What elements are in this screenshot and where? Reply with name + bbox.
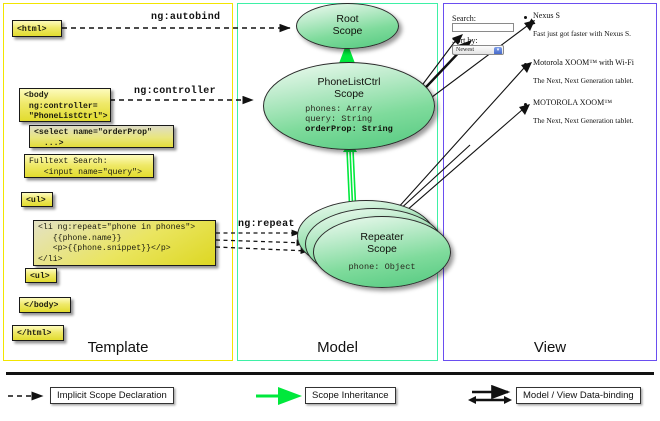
view-phone-name[interactable]: Motorola XOOM™ with Wi-Fi xyxy=(533,58,634,67)
scope-repeater-title-2: Scope xyxy=(367,242,397,255)
code-box-select: <select name="orderProp" ...> xyxy=(29,125,174,148)
label-ng-controller: ng:controller xyxy=(134,86,216,97)
view-sort-select-value: Newest xyxy=(456,47,474,53)
panel-view-label: View xyxy=(533,339,567,356)
connector-ng-repeat xyxy=(215,229,310,255)
scope-phonelistctrl-title-1: PhoneListCtrl xyxy=(317,76,381,89)
chevron-down-icon: ▾ xyxy=(494,47,502,54)
scope-repeater-title-1: Repeater xyxy=(360,231,404,243)
legend-icon-layer xyxy=(8,384,512,405)
scope-root-title-1: Root xyxy=(336,13,359,26)
scope-phonelistctrl-props: phones: Array query: String orderProp: S… xyxy=(305,104,393,135)
scope-prop-query: query: String xyxy=(305,114,373,124)
panel-template-label: Template xyxy=(87,339,149,356)
bullet-icon xyxy=(524,103,527,106)
scope-phonelistctrl-title-2: Scope xyxy=(334,87,364,100)
legend-icon-double-arrow xyxy=(468,384,512,404)
code-box-ul-close: <ul> xyxy=(25,268,57,283)
view-sort-select[interactable]: Newest ▾ xyxy=(452,45,504,55)
view-phone-name[interactable]: MOTOROLA XOOM™ xyxy=(533,98,613,107)
view-sort-label: Sort by: xyxy=(452,36,478,45)
code-box-html-open: <html> xyxy=(12,20,62,37)
code-box-ul-open: <ul> xyxy=(21,192,53,207)
scope-prop-phones: phones: Array xyxy=(305,103,373,114)
label-ng-autobind: ng:autobind xyxy=(151,12,221,23)
bullet-icon xyxy=(524,16,527,19)
code-box-body-close: </body> xyxy=(19,297,71,313)
scope-prop-orderprop: orderProp: String xyxy=(305,124,393,135)
code-box-fulltext-search: Fulltext Search: <input name="query"> xyxy=(24,154,154,178)
legend-divider xyxy=(6,372,654,375)
legend: Implicit Scope Declaration Scope Inherit… xyxy=(0,372,660,421)
legend-label-scope-inheritance: Scope Inheritance xyxy=(305,387,396,404)
panel-model-label: Model xyxy=(317,339,358,356)
code-box-body-open: <body ng:controller= "PhoneListCtrl"> xyxy=(19,88,111,122)
code-box-html-close: </html> xyxy=(12,325,64,341)
code-box-li-repeat: <li ng:repeat="phone in phones"> {{phone… xyxy=(33,220,216,266)
scope-phonelistctrl: PhoneListCtrl Scope phones: Array query:… xyxy=(263,62,435,150)
panel-model: Model xyxy=(237,3,438,361)
scope-repeater-props: phone: Object xyxy=(348,262,415,272)
view-search-input[interactable] xyxy=(452,23,514,32)
view-search-label: Search: xyxy=(452,14,476,23)
view-phone-snippet: The Next, Next Generation tablet. xyxy=(533,116,634,125)
bullet-icon xyxy=(524,63,527,66)
legend-label-model-view-data-binding: Model / View Data-binding xyxy=(516,387,641,404)
view-phone-name[interactable]: Nexus S xyxy=(533,11,560,20)
view-phone-snippet: Fast just got faster with Nexus S. xyxy=(533,29,631,38)
scope-prop-phone: phone: Object xyxy=(348,261,416,272)
scope-repeater: Repeater Scope phone: Object xyxy=(313,216,451,288)
legend-label-implicit-scope-declaration: Implicit Scope Declaration xyxy=(50,387,174,404)
scope-root-title-2: Scope xyxy=(332,25,363,37)
scope-root: Root Scope xyxy=(296,3,399,49)
label-ng-repeat: ng:repeat xyxy=(238,219,295,230)
view-phone-snippet: The Next, Next Generation tablet. xyxy=(533,76,634,85)
